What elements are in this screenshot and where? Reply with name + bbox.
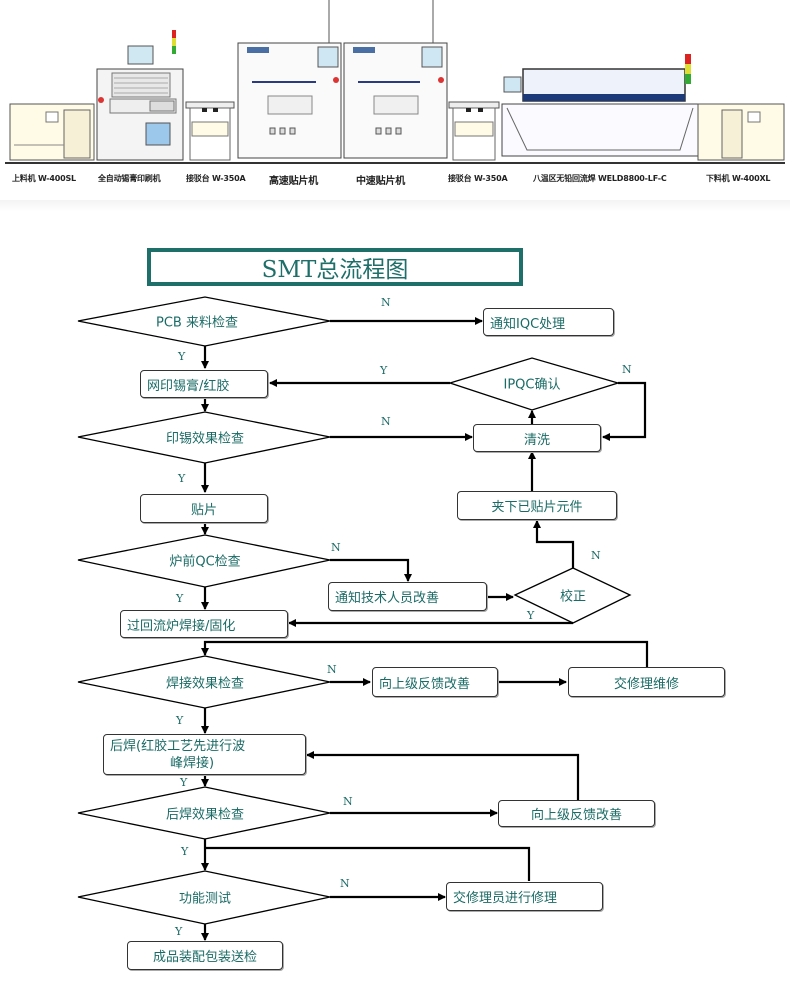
process-label: 交修理维修 bbox=[613, 676, 679, 692]
process-clean: 清洗 bbox=[473, 424, 601, 452]
branch-label-yes: Y bbox=[178, 472, 186, 485]
machine-label: 高速贴片机 bbox=[269, 176, 318, 187]
divider bbox=[0, 200, 790, 212]
process-label: 成品装配包装送检 bbox=[152, 950, 257, 965]
process-mount: 贴片 bbox=[140, 494, 268, 523]
mid-speed-mounter-icon bbox=[343, 0, 448, 159]
process-label: 过回流炉焊接/固化 bbox=[127, 618, 236, 634]
process-reflow: 过回流炉焊接/固化 bbox=[120, 610, 288, 638]
process-notify-iqc: 通知IQC处理 bbox=[483, 308, 614, 336]
decision-print-check-label: 印锡效果检查 bbox=[165, 431, 245, 447]
decision-correct bbox=[513, 567, 632, 624]
loader-machine-icon bbox=[9, 103, 95, 161]
process-label: 清洗 bbox=[523, 432, 550, 448]
branch-label-yes: Y bbox=[181, 845, 189, 858]
process-label: 网印锡膏/红胶 bbox=[147, 378, 230, 394]
flowchart-title: SMT总流程图 bbox=[147, 248, 523, 286]
branch-label-no: N bbox=[381, 415, 391, 428]
process-feedback-2: 向上级反馈改善 bbox=[498, 800, 655, 827]
branch-label-yes: Y bbox=[527, 609, 535, 622]
process-label: 通知技术人员改善 bbox=[335, 591, 440, 606]
branch-label-yes: Y bbox=[380, 364, 388, 377]
process-repair-1: 交修理维修 bbox=[568, 667, 725, 697]
process-remove-parts: 夹下已贴片元件 bbox=[457, 491, 617, 520]
branch-label-no: N bbox=[331, 541, 341, 554]
process-label: 向上级反馈改善 bbox=[530, 808, 622, 823]
process-label: 通知IQC处理 bbox=[490, 316, 566, 332]
process-label-line2: 峰焊接) bbox=[170, 755, 215, 771]
machine-label: 全自动锡膏印刷机 bbox=[98, 174, 161, 183]
flowchart-title-text: SMT总流程图 bbox=[261, 257, 409, 283]
printer-machine-icon bbox=[96, 30, 184, 161]
process-label: 交修理员进行修理 bbox=[453, 891, 558, 906]
process-feedback-1: 向上级反馈改善 bbox=[372, 667, 498, 697]
high-speed-mounter-icon bbox=[237, 0, 342, 159]
machine-label: 八温区无铅回流焊 WELD8800-LF-C bbox=[533, 174, 667, 183]
process-final-pack: 成品装配包装送检 bbox=[127, 941, 283, 970]
branch-label-yes: Y bbox=[178, 350, 186, 363]
machine-label: 下料机 W-400XL bbox=[706, 174, 771, 183]
branch-label-yes: Y bbox=[176, 592, 184, 605]
process-print-paste: 网印锡膏/红胶 bbox=[140, 370, 268, 398]
branch-label-yes: Y bbox=[180, 776, 188, 789]
production-line-drawing bbox=[5, 0, 785, 164]
connector-lines bbox=[201, 317, 649, 941]
machine-label: 接驳台 W-350A bbox=[448, 174, 508, 183]
decision-post-solder-label: 后焊效果检查 bbox=[165, 807, 245, 823]
decision-ipqc-label: IPQC确认 bbox=[503, 377, 561, 393]
unloader-machine-icon bbox=[697, 103, 785, 161]
branch-label-no: N bbox=[381, 296, 391, 309]
machine-label: 上料机 W-400SL bbox=[12, 174, 76, 183]
smt-line-illustration: 上料机 W-400SL 全自动锡膏印刷机 接驳台 W-350A 高速贴片机 中速… bbox=[0, 0, 790, 205]
process-post-solder: 后焊(红胶工艺先进行波 峰焊接) bbox=[103, 734, 306, 775]
decision-pre-oven-label: 炉前QC检查 bbox=[169, 554, 241, 570]
process-label-line1: 后焊(红胶工艺先进行波 bbox=[110, 738, 246, 754]
branch-label-yes: Y bbox=[175, 925, 183, 938]
conveyor-icon bbox=[448, 101, 500, 161]
decision-shapes bbox=[77, 296, 632, 925]
process-label: 向上级反馈改善 bbox=[379, 676, 471, 692]
decision-function-test-label: 功能测试 bbox=[178, 891, 232, 907]
decision-correct-label: 校正 bbox=[559, 589, 587, 605]
conveyor-icon bbox=[185, 101, 235, 161]
machine-label: 接驳台 W-350A bbox=[186, 174, 246, 183]
branch-label-no: N bbox=[622, 363, 632, 376]
process-repair-2: 交修理员进行修理 bbox=[446, 882, 603, 911]
process-label: 贴片 bbox=[190, 503, 217, 518]
branch-label-no: N bbox=[591, 549, 601, 562]
process-notify-tech: 通知技术人员改善 bbox=[328, 582, 487, 611]
branch-label-no: N bbox=[343, 795, 353, 808]
process-label: 夹下已贴片元件 bbox=[491, 500, 583, 515]
branch-label-no: N bbox=[327, 663, 337, 676]
branch-label-yes: Y bbox=[176, 714, 184, 727]
reflow-oven-icon bbox=[501, 54, 699, 157]
machine-label: 中速贴片机 bbox=[356, 176, 405, 187]
decision-solder-check-label: 焊接效果检查 bbox=[165, 676, 245, 692]
decision-pcb-check-label: PCB 来料检查 bbox=[156, 315, 238, 331]
branch-label-no: N bbox=[340, 877, 350, 890]
